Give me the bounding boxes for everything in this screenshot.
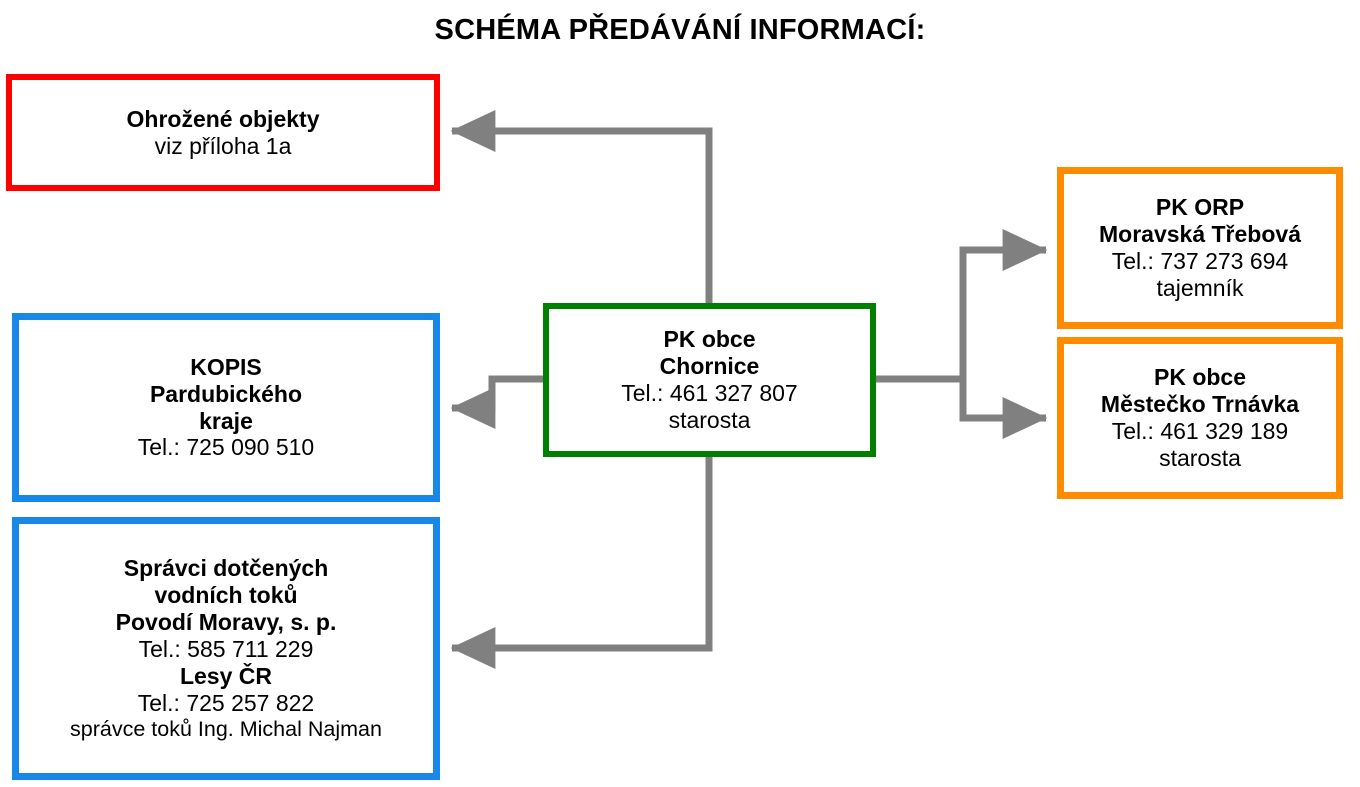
node-line: viz příloha 1a xyxy=(154,132,292,159)
node-line: Tel.: 725 257 822 xyxy=(137,689,315,716)
node-line: správce toků Ing. Michal Najman xyxy=(70,716,382,741)
node-kopis[interactable]: KOPIS Pardubického kraje Tel.: 725 090 5… xyxy=(12,313,440,502)
node-line: tajemník xyxy=(1156,274,1244,301)
node-line: Moravská Třebová xyxy=(1099,221,1301,248)
connector-municipality-to-water-managers xyxy=(450,457,713,669)
node-endangered-objects[interactable]: Ohrožené objekty viz příloha 1a xyxy=(6,74,440,191)
node-line: Chornice xyxy=(659,353,760,380)
page-title: SCHÉMA PŘEDÁVÁNÍ INFORMACÍ: xyxy=(434,14,926,46)
node-line: Správci dotčených xyxy=(123,555,329,582)
node-line: Městečko Trnávka xyxy=(1100,391,1300,418)
node-water-managers[interactable]: Správci dotčených vodních toků Povodí Mo… xyxy=(12,517,440,780)
connector-municipality-to-endangered-objects xyxy=(450,110,713,303)
node-line: starosta xyxy=(668,406,751,433)
node-line: Tel.: 461 329 189 xyxy=(1111,418,1289,444)
node-line: KOPIS xyxy=(190,353,262,380)
node-municipality-chornice[interactable]: PK obce Chornice Tel.: 461 327 807 staro… xyxy=(543,303,876,457)
node-line: PK obce xyxy=(663,326,756,353)
node-line: Ohrožené objekty xyxy=(126,105,320,132)
node-line: Lesy ČR xyxy=(179,662,273,689)
node-line: Tel.: 461 327 807 xyxy=(621,380,798,406)
node-line: starosta xyxy=(1159,444,1241,471)
node-pk-orp-moravska-trebova[interactable]: PK ORP Moravská Třebová Tel.: 737 273 69… xyxy=(1057,167,1343,329)
node-line: Tel.: 737 273 694 xyxy=(1111,248,1289,274)
node-line: vodních toků xyxy=(154,582,298,609)
connector-municipality-to-kopis xyxy=(450,375,543,429)
node-line: kraje xyxy=(199,407,253,434)
node-line: Tel.: 585 711 229 xyxy=(138,635,314,662)
connector-municipality-right-trunk xyxy=(876,229,1048,439)
node-line: Povodí Moravy, s. p. xyxy=(115,609,337,636)
node-line: Pardubického xyxy=(149,380,303,407)
node-line: Tel.: 725 090 510 xyxy=(137,434,315,461)
node-line: PK ORP xyxy=(1155,194,1245,221)
node-line: PK obce xyxy=(1153,364,1247,391)
node-pk-obce-mestecko-trnavka[interactable]: PK obce Městečko Trnávka Tel.: 461 329 1… xyxy=(1057,337,1343,499)
